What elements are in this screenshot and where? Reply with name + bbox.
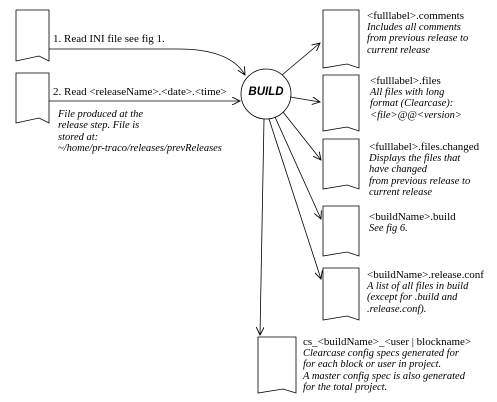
files-output-document — [322, 74, 360, 132]
output-description-line: .release.conf). — [367, 303, 427, 315]
output-description-line: A master config spec is also generated — [303, 370, 465, 382]
output-description-line: Clearcase config specs generated for — [303, 348, 459, 359]
output-description-line: for each block or user in project. — [303, 359, 442, 371]
output-description-line: for the total project. — [303, 382, 388, 394]
output-filename: <fulllabel>.files.changed — [369, 141, 480, 153]
release-input-description: File produced at the release step. File … — [58, 109, 222, 155]
output-filename: <fulllabel>.files — [370, 75, 441, 87]
release-conf-output-document — [322, 267, 360, 321]
output-description-line: current release — [369, 187, 433, 199]
output-description-line: current release — [367, 44, 431, 56]
output-description-line: Includes all comments — [367, 22, 461, 33]
ini-input-document — [15, 9, 50, 62]
config-specs-output-document — [257, 336, 297, 394]
release-description-line: File produced at the — [58, 109, 144, 120]
output-description-line: See fig 6. — [369, 223, 408, 234]
release-conf-output-text: <buildName>.release.conf A list of all f… — [367, 270, 484, 315]
build-file-output-text: <buildName>.build See fig 6. — [369, 211, 456, 235]
build-to-build-file-arrow — [274, 116, 321, 219]
release-description-line: release step. File is — [58, 120, 140, 132]
output-description-line: Displays the files that — [369, 153, 461, 164]
output-filename: <buildName>.release.conf — [367, 269, 484, 281]
config-specs-output-text: cs_<buildName>_<user | blockname> Clearc… — [303, 337, 471, 394]
files-changed-output-text: <fulllabel>.files.changed Displays the f… — [369, 142, 479, 199]
output-description-line: (except for .build and — [367, 292, 458, 304]
output-filename: <buildName>.build — [369, 211, 456, 223]
comments-output-document — [322, 9, 360, 69]
output-description-line: have changed — [369, 164, 428, 176]
output-description-line: format (Clearcase): — [370, 98, 454, 110]
build-process-circle — [240, 68, 292, 120]
output-description-line: A list of all files in build — [367, 281, 469, 292]
build-to-files-changed-arrow — [282, 111, 321, 160]
output-filename: cs_<buildName>_<user | blockname> — [303, 336, 472, 348]
build-to-files-arrow — [289, 96, 320, 102]
files-changed-output-document — [322, 138, 360, 190]
output-description-line: All files with long — [370, 87, 445, 98]
output-filename: <fulllabel>.comments — [367, 10, 465, 22]
build-to-config-specs-arrow — [260, 118, 265, 335]
ini-input-label: 1. Read INI file see fig 1. — [53, 33, 165, 45]
build-to-release-conf-arrow — [268, 118, 321, 279]
files-output-text: <fulllabel>.files All files with long fo… — [370, 76, 462, 121]
ini-to-build-arrow — [49, 48, 245, 75]
output-description-line: from previous release to — [369, 175, 471, 187]
release-input-document — [15, 72, 50, 124]
build-to-comments-arrow — [281, 43, 320, 76]
release-description-line: stored at: — [58, 131, 99, 143]
output-description-line: <file>@@<version> — [370, 109, 462, 121]
build-label: BUILD — [248, 86, 284, 98]
release-description-line: ~/home/pr-traco/releases/prevReleases — [58, 143, 222, 155]
comments-output-text: <fulllabel>.comments Includes all commen… — [367, 11, 468, 56]
build-file-output-document — [322, 205, 360, 257]
output-description-line: from previous release to — [367, 33, 469, 45]
release-input-label: 2. Read <releaseName>.<date>.<time> — [53, 86, 227, 98]
